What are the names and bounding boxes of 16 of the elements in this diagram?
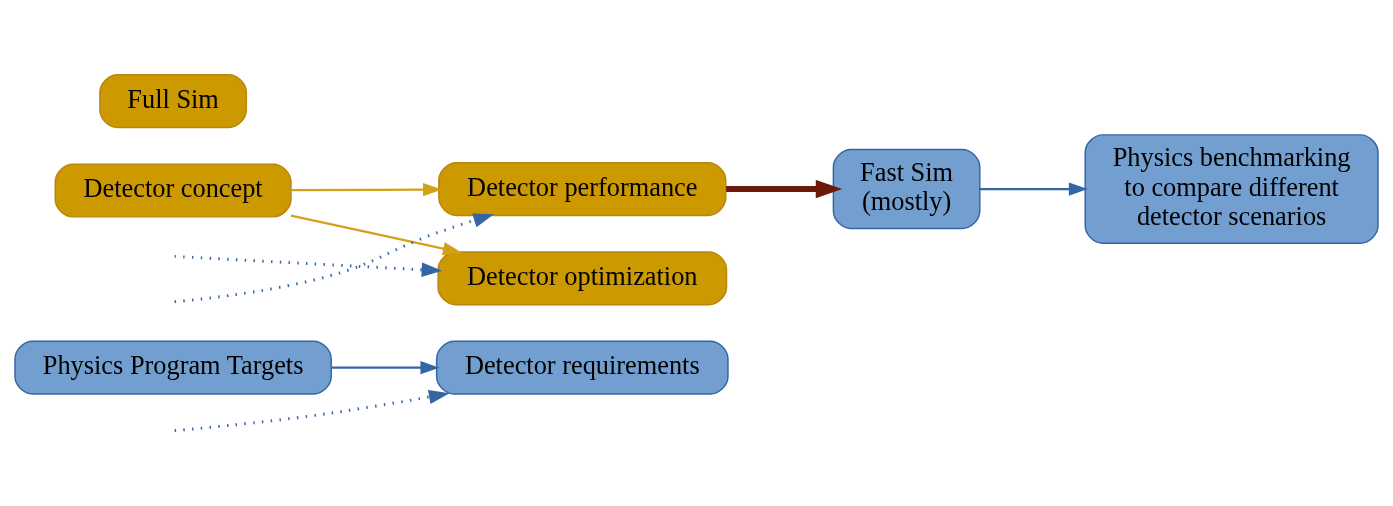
arrow [174,254,443,277]
arrow [174,389,450,433]
node-box: Detector concept [54,163,292,218]
node-box: Detector requirements [435,340,729,395]
node-box: Detector optimization [437,251,728,306]
arrow [291,182,443,197]
arrow [174,213,494,304]
node-box: Physics benchmarking to compare different detector scenarios [1084,134,1379,244]
node-box: Fast Sim (mostly) [832,148,981,230]
arrow [290,214,462,256]
node-box: Physics Program Targets [14,340,332,395]
arrow [726,179,843,199]
arrow [979,182,1088,196]
arrow [331,361,440,375]
node-box: Detector performance [438,161,727,217]
node-box: Full Sim [99,74,248,129]
